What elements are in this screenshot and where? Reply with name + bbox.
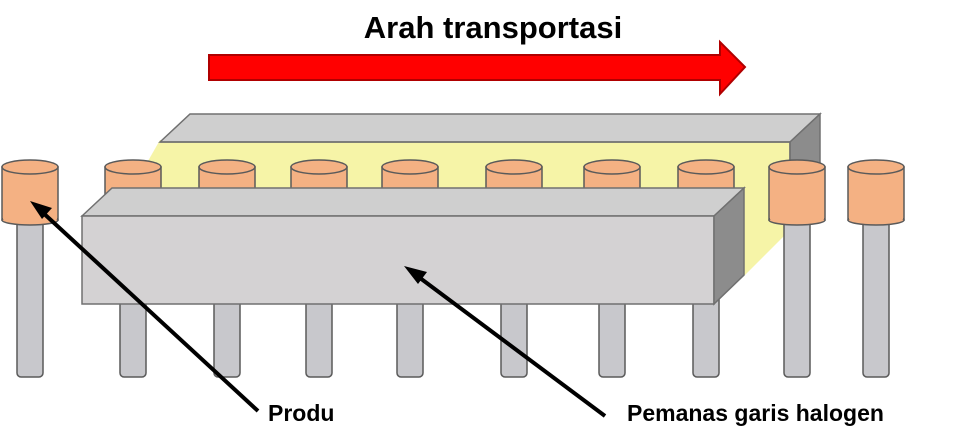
- heater-label: Pemanas garis halogen: [627, 400, 884, 426]
- roller-with-product: [847, 159, 905, 378]
- roller: [862, 204, 890, 378]
- roller: [783, 204, 811, 378]
- product-pointer-arrow-icon: [30, 201, 260, 413]
- roller-with-product: [768, 159, 826, 378]
- front-heater-bar: [80, 186, 746, 306]
- product-cylinder: [1, 159, 59, 226]
- roller-with-product: [1, 159, 59, 378]
- heater-pointer-arrow-icon: [404, 266, 607, 418]
- product-cylinder: [768, 159, 826, 226]
- roller: [16, 204, 44, 378]
- diagram-title: Arah transportasi: [364, 10, 622, 45]
- transport-direction-arrow-icon: [208, 39, 747, 97]
- product-label: Produ: [268, 400, 334, 426]
- product-cylinder: [847, 159, 905, 226]
